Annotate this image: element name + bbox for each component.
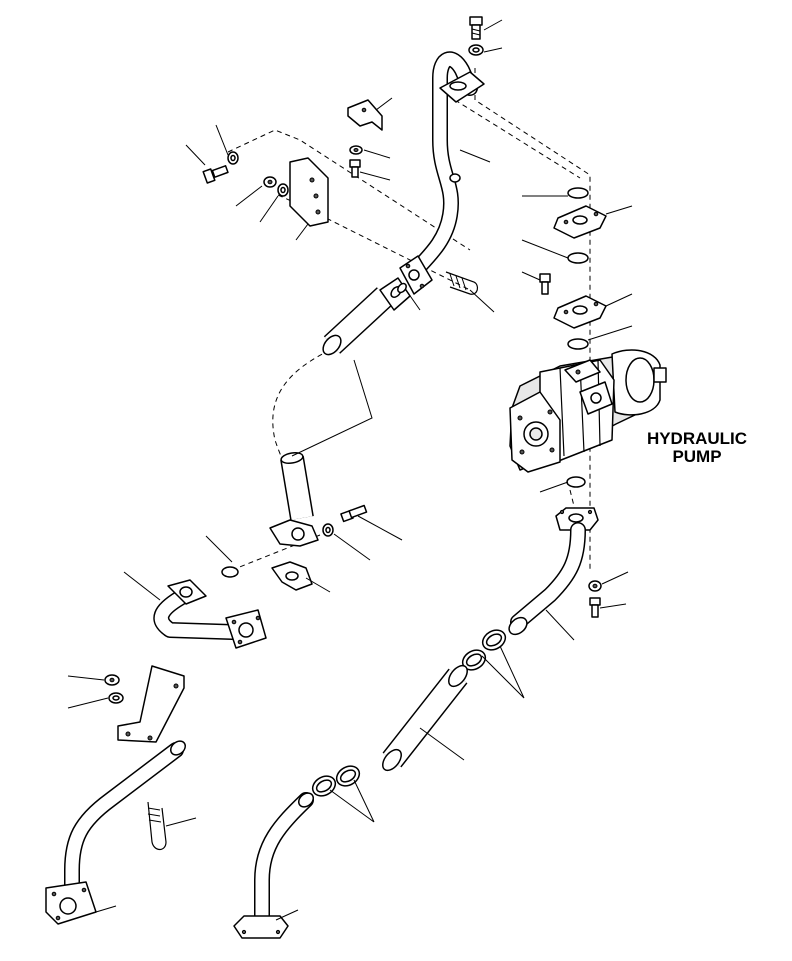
socket-bolt [539, 273, 551, 295]
upper-hose [322, 277, 411, 356]
support-bracket [117, 665, 185, 743]
pump-flange-mid [553, 295, 607, 329]
bracket-bolt [349, 159, 361, 178]
left-washer-2 [277, 183, 289, 197]
lower-hose [280, 451, 314, 520]
upper-suction-tube [408, 51, 485, 278]
mounting-plate [289, 157, 329, 227]
split-flange-bolt [340, 504, 368, 523]
pump-label-line1: HYDRAULIC [646, 429, 748, 448]
small-bracket [347, 99, 383, 131]
flange-nut [588, 580, 602, 592]
lower-left-pipe [45, 740, 186, 925]
hose-clamp-lower-2 [335, 765, 361, 787]
flange-bolt [589, 597, 601, 618]
bracket-nut-bottom [104, 674, 120, 686]
top-washer [468, 44, 484, 56]
pump-label-line2: PUMP [672, 447, 722, 466]
suction-elbow-pipe [233, 792, 314, 939]
assembly-dashed-lines [227, 68, 591, 571]
left-washer [227, 151, 239, 165]
split-flange-washer [322, 523, 334, 537]
hose-clamp-upper-2 [481, 629, 507, 651]
left-nut [263, 176, 277, 188]
pump-flange-upper [553, 205, 607, 239]
hose-clamp-upper-1 [461, 649, 487, 671]
left-bolt [202, 165, 229, 184]
tube-flange-mid [399, 255, 433, 295]
bracket-nut [349, 145, 363, 155]
split-flange-lower [271, 561, 313, 591]
o-ring-2 [567, 252, 589, 264]
o-ring-4 [566, 476, 586, 488]
lower-pump-flange [555, 507, 599, 531]
long-suction-hose [382, 664, 468, 772]
lower-o-ring [221, 566, 239, 578]
u-bolt-bottom [147, 801, 167, 851]
pump-outlet-tube [508, 522, 586, 636]
bracket-washer-bottom [108, 692, 124, 704]
o-ring-3 [567, 338, 589, 350]
o-ring-1 [567, 187, 589, 199]
top-bolt [469, 16, 483, 40]
hydraulic-pump [509, 349, 667, 473]
hose-clamp-lower-1 [311, 775, 337, 797]
upper-o-ring [397, 282, 407, 294]
bent-pipe [153, 579, 267, 649]
split-flange-upper [269, 519, 319, 547]
hydraulic-pump-label: HYDRAULIC PUMP [632, 430, 762, 466]
leader-lines [67, 19, 633, 921]
u-bolt-mid [445, 271, 479, 295]
